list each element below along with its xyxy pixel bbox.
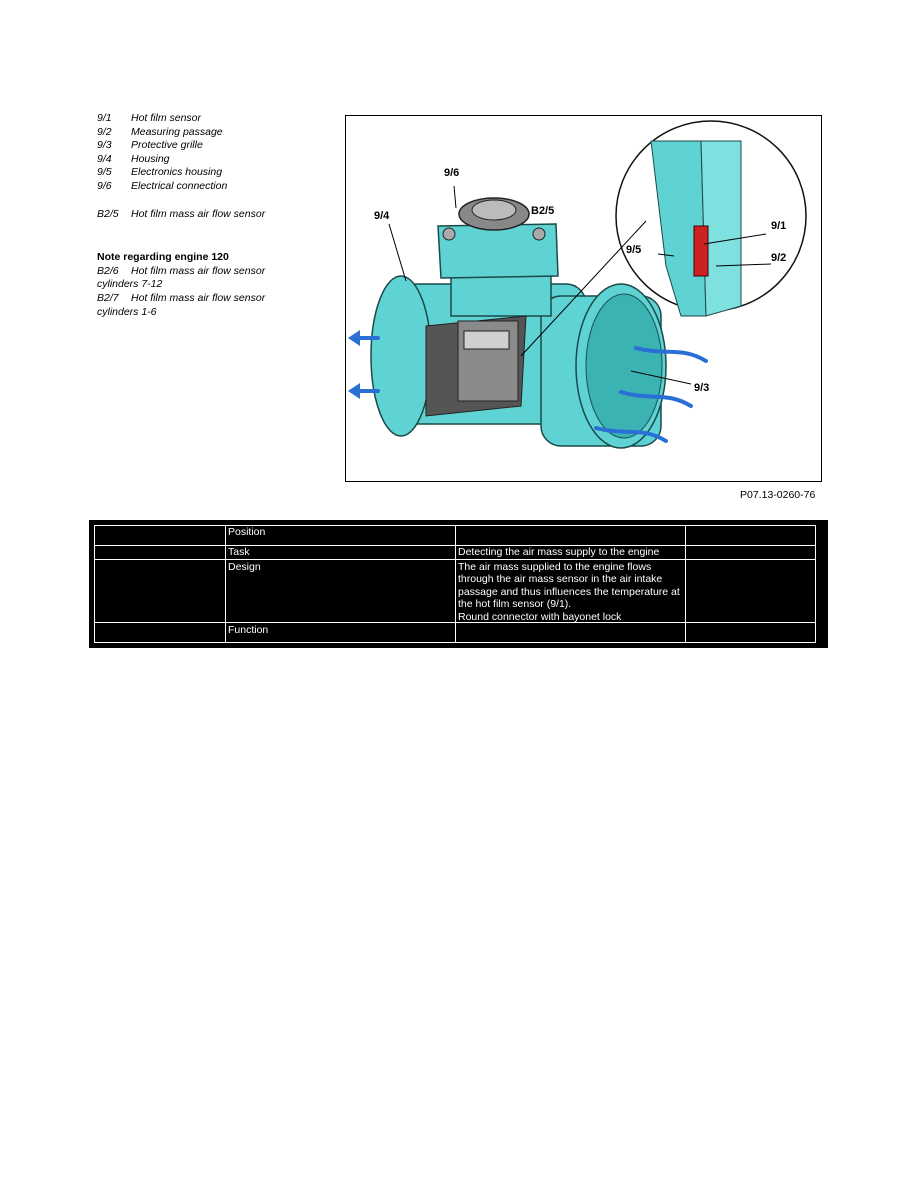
protective-grille: [575, 283, 667, 449]
callout-9-6: 9/6: [444, 167, 459, 179]
table-row: Function: [89, 623, 828, 642]
table-rule: [225, 525, 226, 643]
legend-label: Hot film sensor: [131, 112, 202, 124]
legend-label: Electrical connection: [131, 179, 228, 192]
legend-label: Hot film mass air flow sensor: [131, 291, 266, 304]
cutaway-window: [425, 315, 527, 417]
table-rule: [94, 545, 815, 546]
table-rule: [94, 622, 815, 623]
table-rule: [815, 525, 816, 643]
callout-b2-5: B2/5: [531, 205, 554, 217]
callout-9-4: 9/4: [374, 210, 390, 222]
row-label: Design: [228, 561, 261, 573]
row-value: [456, 525, 685, 545]
legend-label: Measuring passage: [131, 125, 223, 138]
callout-9-2: 9/2: [771, 252, 786, 264]
legend-code: B2/6: [97, 264, 119, 277]
table-rule: [94, 525, 815, 526]
table-rule: [685, 525, 686, 643]
mass-air-flow-sensor-drawing: 9/6 B2/5 9/4 9/5 9/1 9/2 9/3: [348, 120, 807, 449]
table-rule: [455, 525, 456, 643]
table-rule: [94, 559, 815, 560]
legend-item: 9/5 Electronics housing: [97, 166, 337, 180]
table-rule: [94, 642, 815, 643]
row-value: [456, 623, 685, 642]
leader-lines: [388, 185, 772, 385]
detail-inset: [615, 120, 807, 317]
legend-label: Housing: [131, 152, 170, 165]
row-label: Function: [228, 624, 269, 636]
table-row: Task Detecting the air mass supply to th…: [89, 546, 828, 559]
legend-item: 9/6 Electrical connection: [97, 180, 337, 194]
sensor-illustration: 9/6 B2/5 9/4 9/5 9/1 9/2 9/3: [345, 115, 822, 482]
legend-code: B2/5: [97, 207, 119, 220]
legend-label: Electronics housing: [131, 166, 223, 179]
row-label: Position: [228, 526, 266, 538]
legend-item: 9/4 Housing: [97, 153, 337, 167]
legend-code: 9/2: [97, 125, 112, 138]
note-item: B2/7 Hot film mass air flow sensor: [97, 292, 337, 306]
legend-label: Protective grille: [131, 139, 203, 152]
table-row: Position: [89, 525, 828, 545]
note-title: Note regarding engine 120: [97, 251, 229, 264]
legend-label: Hot film mass air flow sensor: [131, 207, 266, 220]
legend-code: 9/4: [97, 152, 112, 165]
legend-code: 9/1: [97, 112, 112, 124]
row-value: The air mass supplied to the engine flow…: [456, 560, 685, 622]
callout-9-1: 9/1: [771, 220, 786, 232]
legend-main-item: B2/5 Hot film mass air flow sensor: [97, 208, 337, 222]
legend-code: 9/3: [97, 139, 112, 152]
table-rule: [94, 525, 95, 643]
legend-code: 9/5: [97, 166, 112, 179]
legend-item: 9/3 Protective grille: [97, 139, 337, 153]
row-label: Task: [228, 546, 250, 558]
note-item-cont: cylinders 7-12: [97, 278, 163, 291]
legend-label: Hot film mass air flow sensor: [131, 264, 266, 277]
note-item-cont: cylinders 1-6: [97, 305, 157, 318]
table-row: Design The air mass supplied to the engi…: [89, 560, 828, 622]
row-value: Detecting the air mass supply to the eng…: [458, 546, 660, 558]
legend-item: 9/2 Measuring passage: [97, 126, 337, 140]
callout-9-5: 9/5: [626, 244, 641, 256]
note-item: B2/6 Hot film mass air flow sensor: [97, 265, 337, 279]
design-text: The air mass supplied to the engine flow…: [458, 561, 680, 611]
figure-caption: P07.13-0260-76: [740, 489, 816, 501]
arrow-heads: [348, 330, 360, 399]
electrical-connection: [442, 197, 546, 241]
callout-9-3: 9/3: [694, 382, 709, 394]
design-text-2: Round connector with bayonet lock: [458, 610, 622, 622]
legend-item: 9/1 Hot film sensor: [97, 112, 337, 126]
legend-code: B2/7: [97, 291, 119, 304]
legend-code: 9/6: [97, 179, 112, 192]
info-table: Position Task Detecting the air mass sup…: [89, 520, 828, 648]
